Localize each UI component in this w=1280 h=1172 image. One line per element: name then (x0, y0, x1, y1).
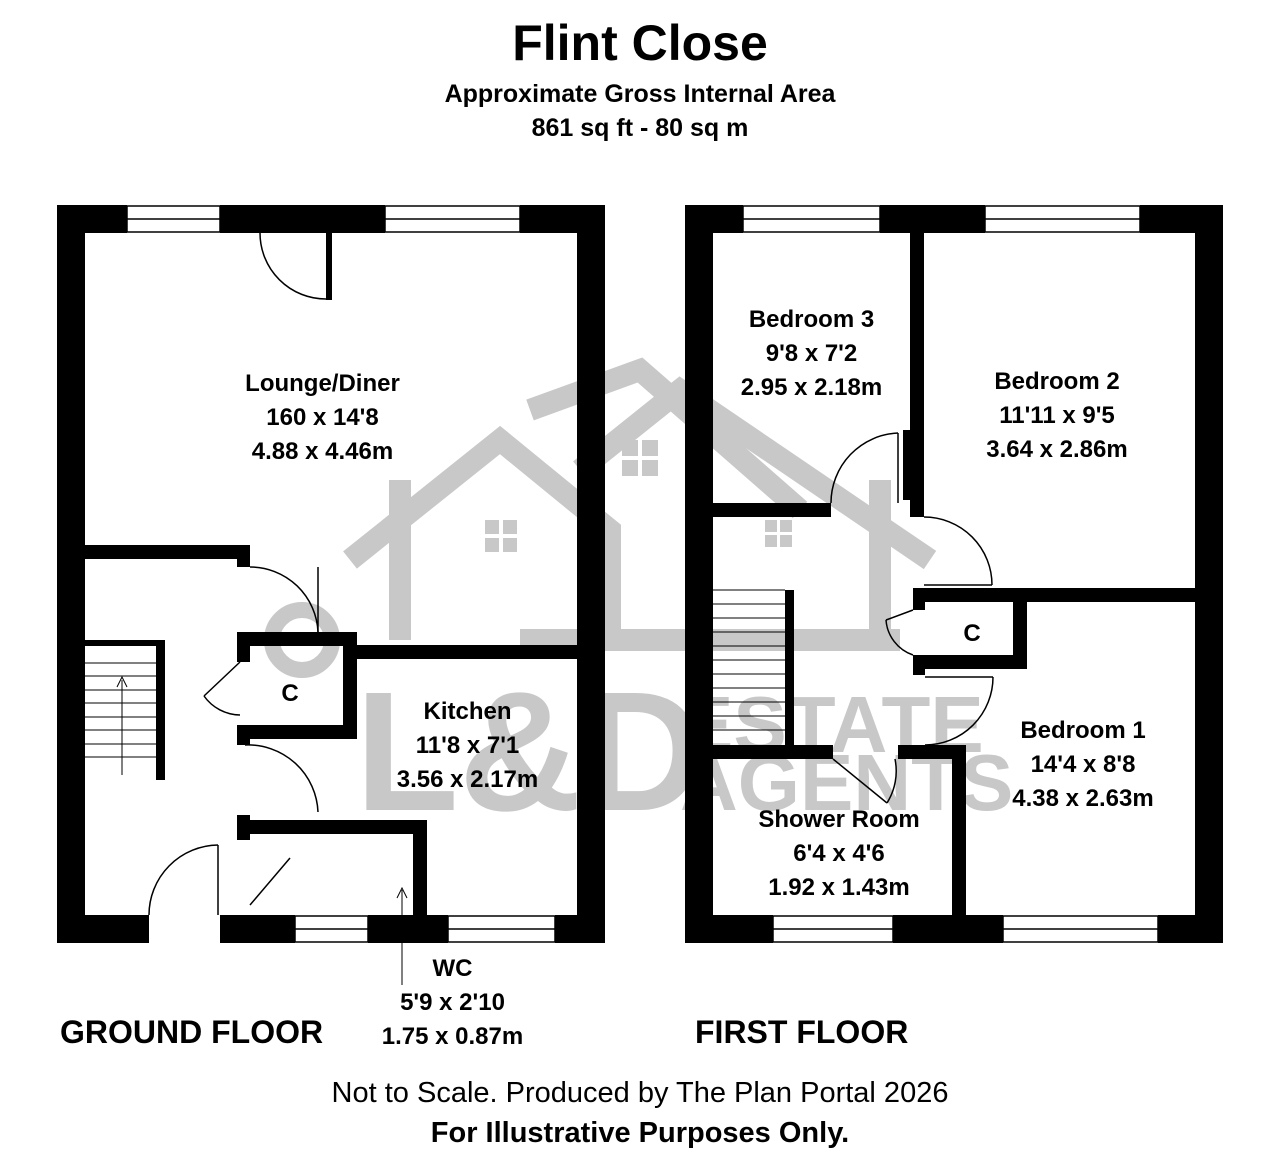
watermark-brand: L&D (355, 657, 704, 847)
room-imperial: 6'4 x 4'6 (793, 840, 885, 867)
footer-illustrative: For Illustrative Purposes Only. (430, 1117, 850, 1149)
ground-floor-walls (57, 205, 605, 943)
room-metric: 1.75 x 0.87m (381, 1023, 524, 1050)
room-bedroom3: Bedroom 3 9'8 x 7'2 2.95 x 2.18m (713, 303, 910, 405)
room-name: Bedroom 1 (1020, 717, 1146, 744)
room-name: Kitchen (423, 698, 512, 725)
page-title: Flint Close (512, 15, 768, 71)
first-floor-doors (830, 432, 994, 804)
room-imperial: 11'8 x 7'1 (415, 732, 520, 759)
room-name: Bedroom 2 (994, 368, 1120, 395)
room-metric: 3.64 x 2.86m (986, 436, 1128, 463)
ground-stairs (85, 662, 408, 985)
room-wc: WC 5'9 x 2'10 1.75 x 0.87m (340, 952, 565, 1054)
area-value: 861 sq ft - 80 sq m (531, 114, 749, 142)
room-shower: Shower Room 6'4 x 4'6 1.92 x 1.43m (713, 803, 965, 905)
first-floor-walls (685, 205, 1223, 943)
room-imperial: 11'11 x 9'5 (999, 402, 1115, 429)
room-bedroom1: Bedroom 1 14'4 x 8'8 4.38 x 2.63m (968, 714, 1198, 816)
ground-floor-windows (126, 205, 556, 943)
room-metric: 1.92 x 1.43m (768, 874, 910, 901)
room-imperial: 14'4 x 8'8 (1030, 751, 1136, 778)
first-floor-label: FIRST FLOOR (695, 1014, 909, 1050)
first-stairs (713, 589, 785, 731)
room-metric: 4.88 x 4.46m (251, 438, 394, 465)
ground-floor-doors (148, 232, 327, 916)
room-metric: 2.95 x 2.18m (740, 374, 883, 401)
room-name: WC (432, 955, 473, 982)
room-imperial: 5'9 x 2'10 (400, 989, 505, 1016)
room-bedroom2: Bedroom 2 11'11 x 9'5 3.64 x 2.86m (924, 365, 1190, 467)
room-name: Bedroom 3 (748, 306, 875, 333)
room-metric: 4.38 x 2.63m (1012, 785, 1154, 812)
room-imperial: 160 x 14'8 (266, 404, 379, 431)
footer-disclaimer: Not to Scale. Produced by The Plan Porta… (331, 1077, 949, 1109)
area-subtitle: Approximate Gross Internal Area (444, 80, 836, 108)
ground-cupboard-label: C (281, 680, 299, 707)
first-floor-windows (742, 205, 1159, 943)
room-lounge: Lounge/Diner 160 x 14'8 4.88 x 4.46m (190, 367, 455, 469)
room-kitchen: Kitchen 11'8 x 7'1 3.56 x 2.17m (340, 695, 595, 797)
ground-floor-label: GROUND FLOOR (60, 1014, 324, 1050)
room-name: Shower Room (758, 806, 920, 833)
room-name: Lounge/Diner (245, 370, 400, 397)
watermark-windows (485, 440, 792, 552)
room-imperial: 9'8 x 7'2 (765, 340, 858, 367)
first-cupboard-label: C (963, 620, 981, 647)
room-metric: 3.56 x 2.17m (396, 766, 539, 793)
